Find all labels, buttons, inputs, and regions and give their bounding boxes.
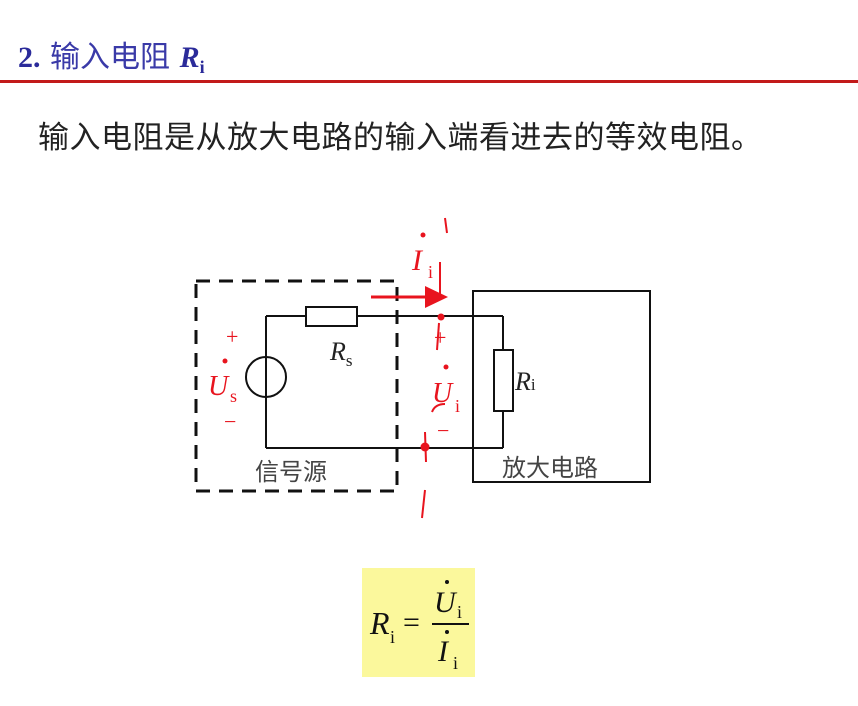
svg-text:U: U: [434, 586, 458, 619]
heading-text: 输入电阻: [50, 40, 171, 75]
heading-divider: [0, 80, 858, 83]
source-voltage-annotation: + U s −: [208, 324, 238, 434]
current-arrow-icon: [425, 286, 448, 308]
svg-text:i: i: [428, 262, 433, 282]
signal-source-box: [194, 279, 399, 493]
port-cut-line: [421, 217, 448, 519]
input-resistor-label: Ri: [514, 367, 536, 396]
amplifier-label: 放大电路: [502, 454, 598, 482]
svg-text:I: I: [437, 635, 450, 668]
section-heading: 2. 输入电阻 Ri: [18, 32, 205, 78]
heading-subscript: i: [199, 57, 205, 77]
source-resistor-label: Rs: [329, 337, 353, 370]
input-voltage-annotation: + U i −: [432, 325, 460, 443]
input-terminal-bottom: [420, 442, 430, 452]
input-terminal-top: [437, 313, 445, 321]
svg-text:+: +: [226, 324, 238, 349]
signal-source-label: 信号源: [255, 458, 327, 486]
description-text: 输入电阻是从放大电路的输入端看进去的等效电阻。: [38, 120, 763, 156]
input-resistor-icon: [493, 349, 514, 412]
svg-text:i: i: [390, 627, 395, 647]
svg-text:I: I: [411, 244, 424, 277]
svg-text:i: i: [455, 396, 460, 416]
amplifier-box: [472, 290, 651, 483]
circuit-wires: [265, 315, 504, 449]
source-resistor-icon: [305, 306, 358, 327]
svg-text:i: i: [457, 602, 462, 622]
svg-text:U: U: [432, 378, 454, 409]
svg-text:+: +: [434, 325, 446, 350]
svg-text:U: U: [208, 371, 230, 402]
heading-number: 2.: [18, 41, 41, 74]
svg-text:=: =: [403, 606, 420, 639]
svg-text:−: −: [224, 409, 236, 434]
svg-text:i: i: [453, 653, 458, 673]
svg-text:s: s: [230, 386, 237, 406]
formula-svg: R i = U i I i: [369, 580, 469, 673]
svg-text:R: R: [369, 605, 390, 641]
input-resistance-formula: R i = U i I i: [362, 568, 475, 677]
svg-text:−: −: [437, 418, 449, 443]
input-current-annotation: I i: [371, 232, 448, 308]
heading-symbol: R: [179, 41, 200, 74]
